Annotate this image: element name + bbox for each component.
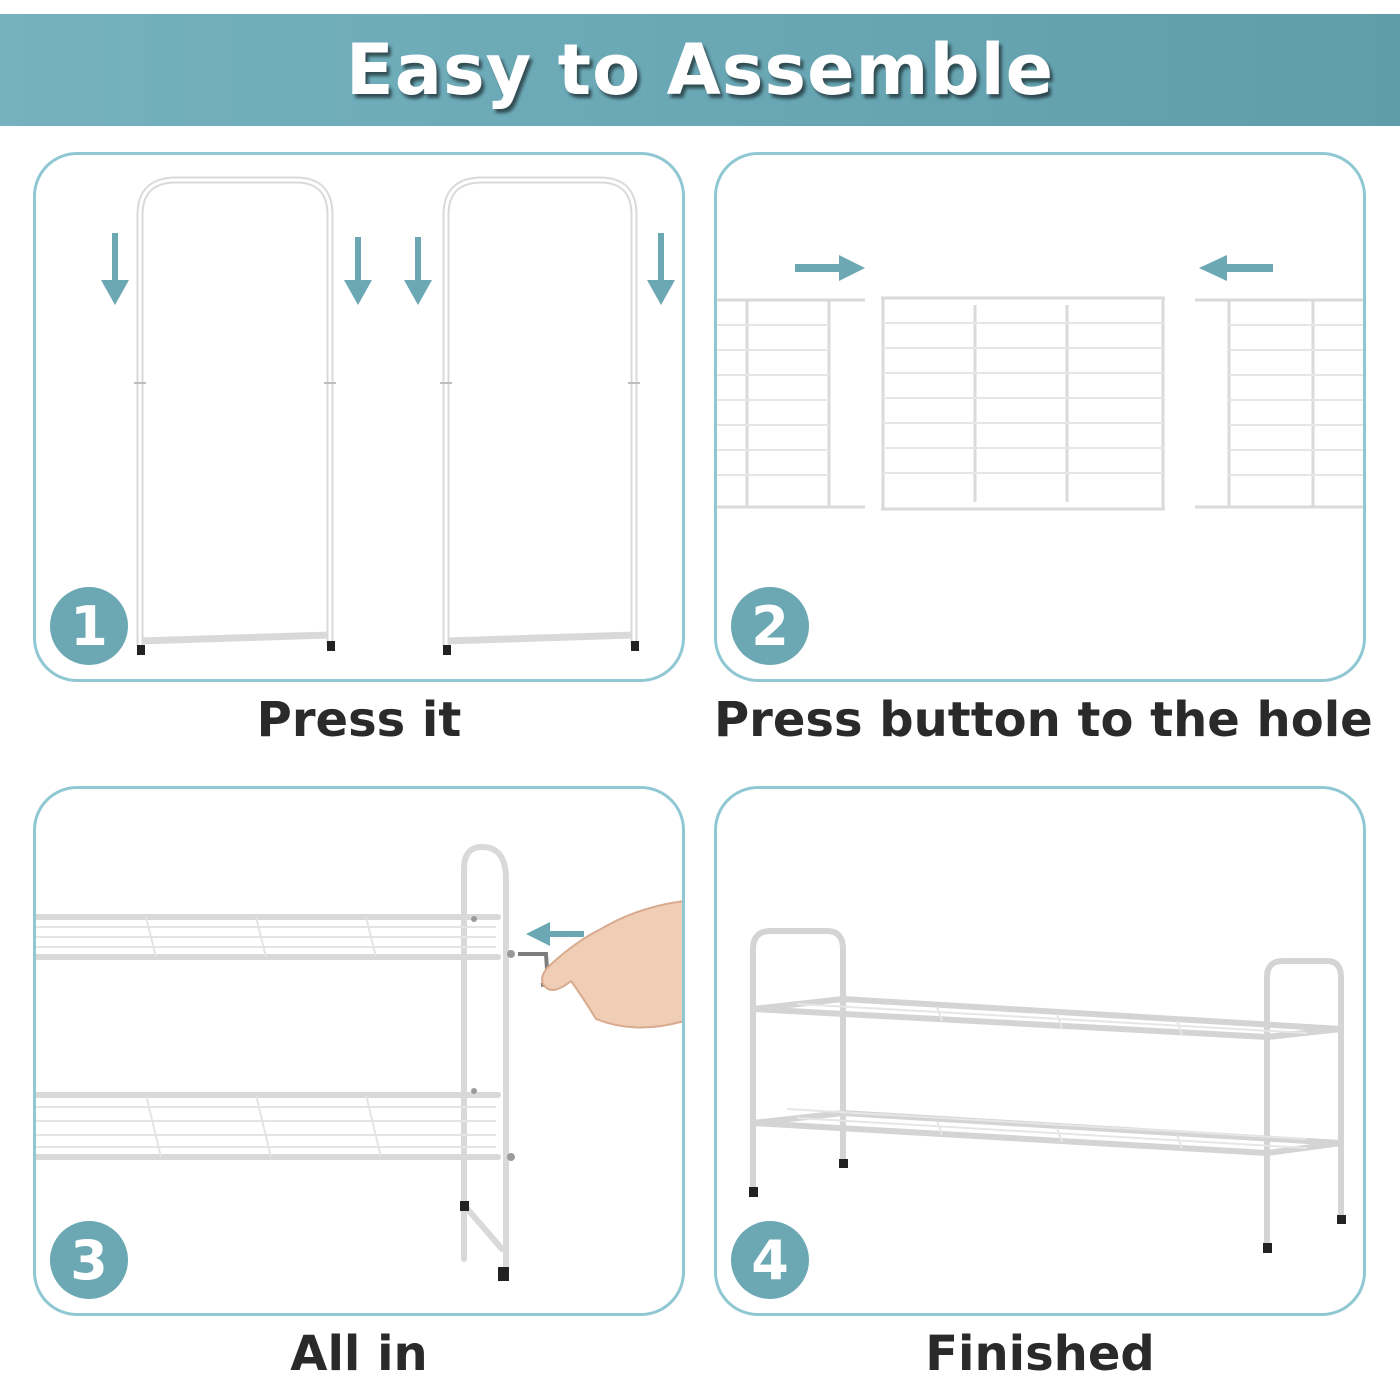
frame-illustration [101,176,675,655]
page-title: Easy to Assemble [345,29,1055,111]
step-1-caption: Press it [256,692,462,748]
step-number-badge: 3 [50,1221,128,1299]
step-number-badge: 1 [50,587,128,665]
finished-rack-illustration [749,928,1346,1253]
shelf-panels-illustration [717,255,1363,511]
step-3-caption: All in [290,1326,428,1382]
header-banner: Easy to Assemble [0,14,1400,126]
step-4-caption: Finished [925,1326,1155,1382]
step-number-badge: 4 [731,1221,809,1299]
step-2-caption: Press button to the hole [714,692,1373,748]
assembly-illustration [36,843,682,1281]
step-3-panel: 3 [33,786,685,1316]
step-2-panel: 2 [714,152,1366,682]
step-1-panel: 1 [33,152,685,682]
step-4-panel: 4 [714,786,1366,1316]
step-number-badge: 2 [731,587,809,665]
